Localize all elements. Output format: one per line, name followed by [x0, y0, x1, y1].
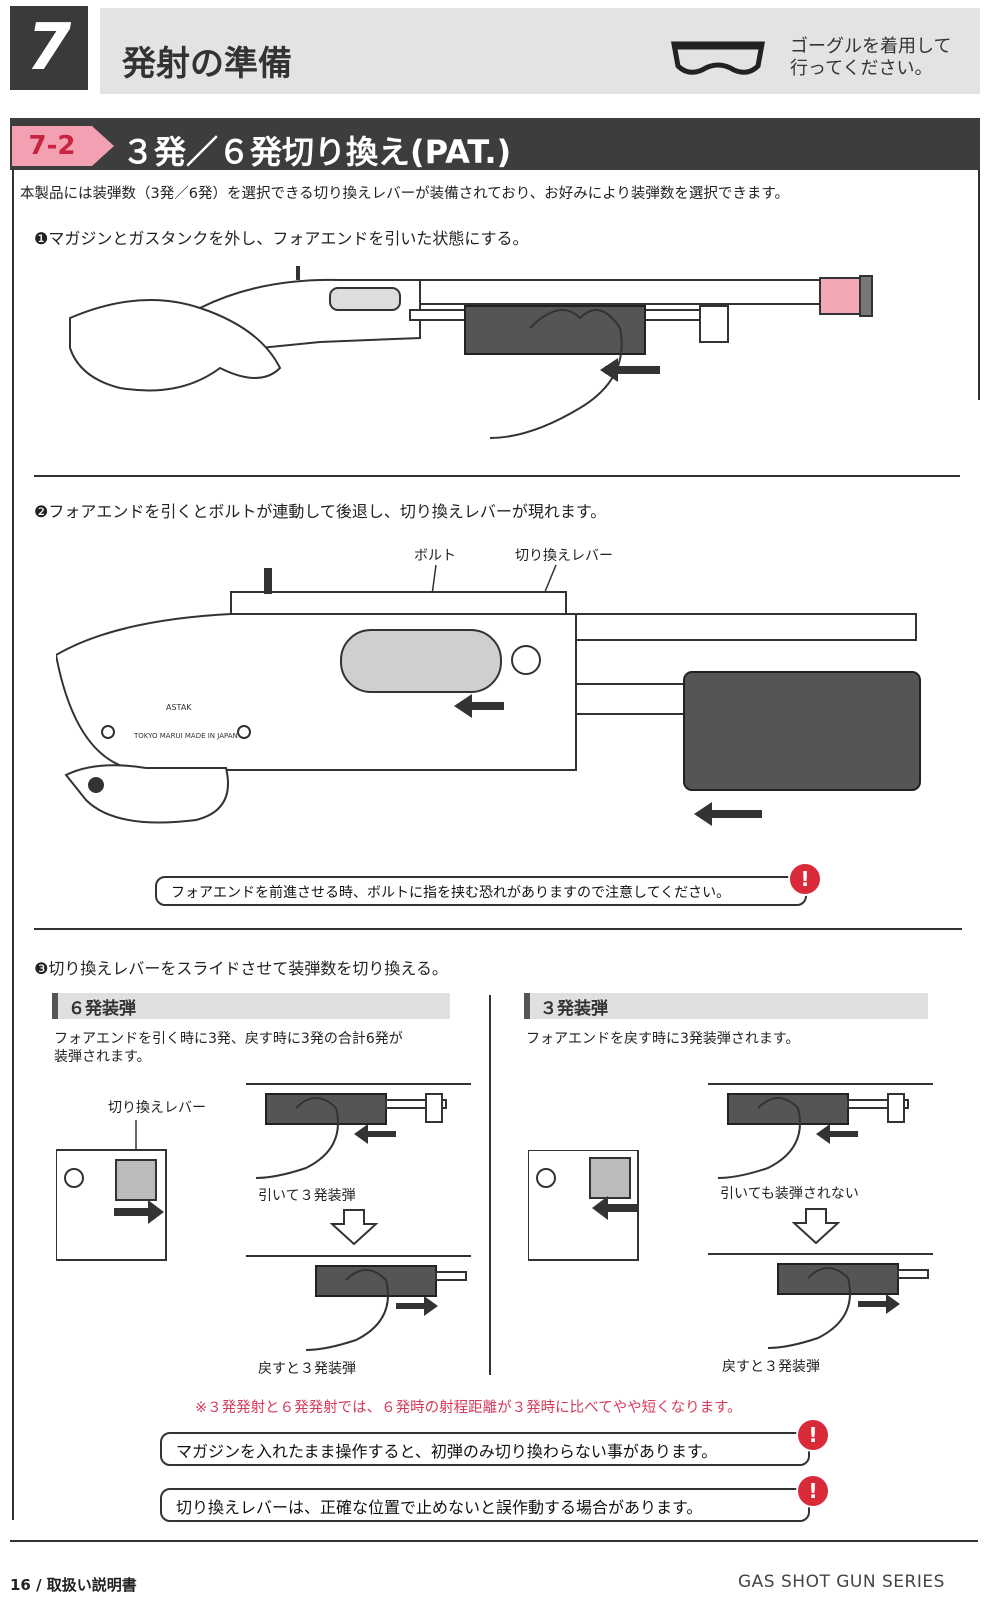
mode6-description: フォアエンドを引く時に3発、戻す時に3発の合計6発が 装弾されます。: [54, 1030, 403, 1066]
warning-forend: フォアエンドを前進させる時、ボルトに指を挟む恐れがありますので注意してください。: [155, 876, 807, 906]
goggle-icon: [671, 41, 765, 75]
range-note: ※３発発射と６発発射では、６発時の射程距離が３発時に比べてやや短くなります。: [195, 1400, 742, 1416]
section-title: ３発／６発切り換え(PAT.): [122, 133, 512, 171]
column-divider: [489, 995, 491, 1375]
mode6-desc-line1: フォアエンドを引く時に3発、戻す時に3発の合計6発が: [54, 1031, 403, 1047]
mode3-return-illustration: [708, 1253, 933, 1349]
lever-callout: 切り換えレバー: [515, 548, 613, 564]
mode3-return-caption: 戻すと３発装弾: [722, 1359, 820, 1375]
mode3-pull-illustration: [708, 1083, 933, 1179]
receiver-brand: ASTAK: [166, 703, 192, 712]
chapter-number: 7: [10, 6, 88, 90]
frame-left-line: [12, 170, 14, 1520]
page-title: 発射の準備: [122, 44, 292, 84]
page-number: 16 / 取扱い説明書: [10, 1576, 137, 1594]
receiver-maker: TOKYO MARUI MADE IN JAPAN: [133, 732, 238, 740]
section-number: 7-2: [12, 126, 92, 166]
goggle-notice-line1: ゴーグルを着用して: [790, 36, 952, 57]
divider-1: [34, 475, 960, 477]
section-band: [10, 118, 980, 170]
warning-magazine: マガジンを入れたまま操作すると、初弾のみ切り換わらない事があります。: [160, 1432, 810, 1466]
mode6-desc-line2: 装弾されます。: [54, 1049, 151, 1065]
arrow-down-icon: [330, 1209, 378, 1246]
title-band: [100, 8, 980, 94]
step-3-text: ❸切り換えレバーをスライドさせて装弾数を切り換える。: [34, 959, 448, 978]
mode3-pull-caption: 引いても装弾されない: [720, 1186, 859, 1202]
warning-lever: 切り換えレバーは、正確な位置で止めないと誤作動する場合があります。: [160, 1488, 810, 1522]
warning-icon: !: [788, 862, 822, 896]
frame-right-line: [978, 170, 980, 400]
goggle-notice-line2: 行ってください。: [790, 58, 933, 79]
lever-callout-left: 切り換えレバー: [108, 1100, 206, 1116]
step-2-illustration: ASTAK TOKYO MARUI MADE IN JAPAN: [56, 564, 921, 826]
section-intro: 本製品には装弾数（3発／6発）を選択できる切り換えレバーが装備されており、お好み…: [20, 186, 789, 202]
goggle-notice: ゴーグルを着用して 行ってください。: [790, 36, 951, 80]
footer-rule: [10, 1540, 978, 1542]
step-1-text: ❶マガジンとガスタンクを外し、フォアエンドを引いた状態にする。: [34, 229, 529, 248]
mode3-lever-illustration: [528, 1150, 639, 1261]
bolt-callout: ボルト: [414, 548, 456, 564]
warning-icon: !: [796, 1474, 830, 1508]
series-name: GAS SHOT GUN SERIES: [738, 1572, 945, 1592]
chevron-right-icon: [92, 126, 114, 166]
mode3-heading: ３発装弾: [524, 993, 928, 1019]
arrow-down-icon: [792, 1208, 840, 1245]
warning-icon: !: [796, 1418, 830, 1452]
step-2-text: ❷フォアエンドを引くとボルトが連動して後退し、切り換えレバーが現れます。: [34, 502, 607, 521]
mode3-description: フォアエンドを戻す時に3発装弾されます。: [526, 1031, 800, 1047]
mode6-heading: ６発装弾: [52, 993, 450, 1019]
mode6-pull-illustration: [246, 1083, 471, 1179]
divider-2: [34, 928, 962, 930]
mode6-return-illustration: [246, 1255, 471, 1351]
mode6-pull-caption: 引いて３発装弾: [258, 1188, 356, 1204]
mode6-lever-illustration: [56, 1120, 167, 1261]
step-1-illustration: [69, 266, 873, 439]
mode6-return-caption: 戻すと３発装弾: [258, 1361, 356, 1377]
